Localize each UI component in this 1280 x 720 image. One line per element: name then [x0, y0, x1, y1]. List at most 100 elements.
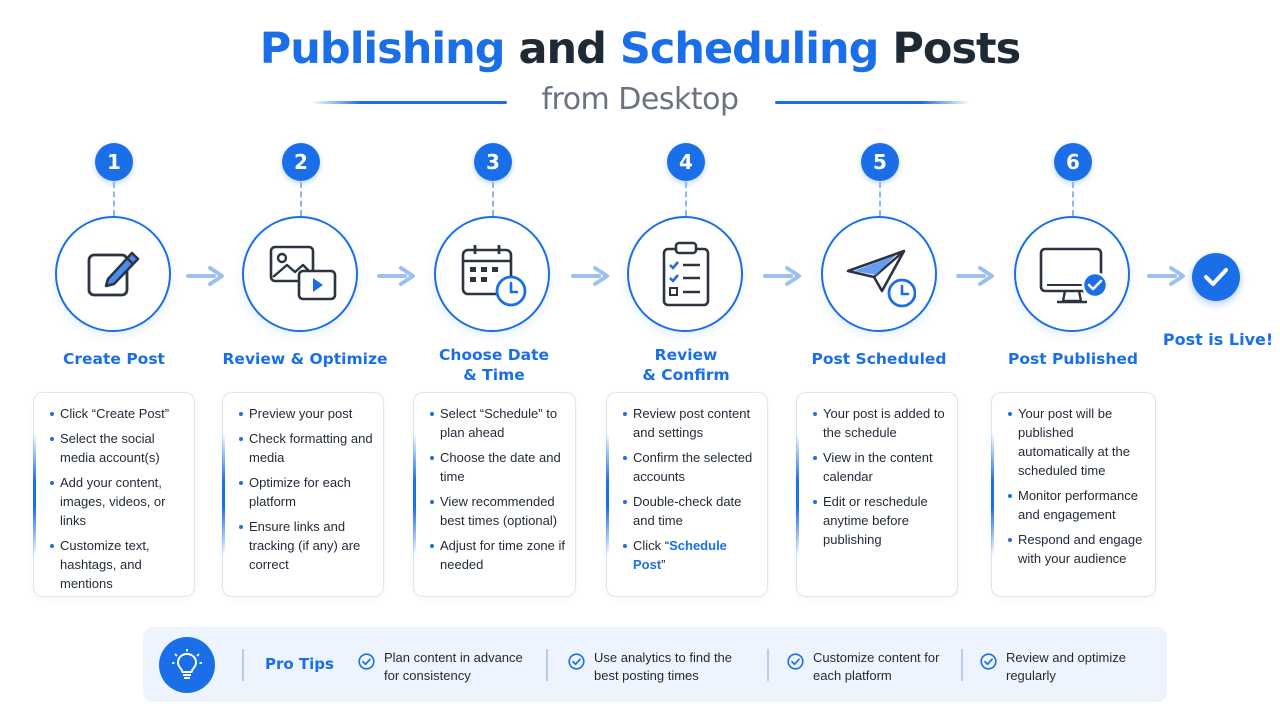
list-item: Click “Create Post” [50, 404, 184, 423]
list-item: Review post content and settings [623, 404, 757, 442]
tips-divider [961, 649, 963, 681]
tip-line-1: Review and optimize [1006, 650, 1126, 665]
arrow-right-icon [571, 266, 609, 286]
list-item: Your post is added to the schedule [813, 404, 947, 442]
list-item: Check formatting and media [239, 429, 373, 467]
tip-line-1: Plan content in advance [384, 650, 523, 665]
tip-line-1: Customize content for [813, 650, 940, 665]
tip-line-2: best posting times [594, 668, 699, 683]
check-circle-icon [980, 653, 997, 670]
step-4-card: Review post content and settings Confirm… [606, 392, 768, 597]
monitor-check-icon [1039, 247, 1109, 304]
arrow-right-icon [763, 266, 801, 286]
edit-icon [87, 251, 140, 297]
list-item: Respond and engage with your audience [1008, 530, 1145, 568]
step-1-number: 1 [95, 143, 133, 181]
list-item: Click “Schedule Post” [623, 536, 757, 574]
list-item: View in the content calendar [813, 448, 947, 486]
step-5-number: 5 [861, 143, 899, 181]
title-word-and: and [518, 24, 607, 74]
step-1-connector [113, 182, 115, 216]
list-item: Double-check date and time [623, 492, 757, 530]
pro-tips-panel: Pro Tips Plan content in advance for con… [143, 627, 1167, 702]
pro-tips-label: Pro Tips [265, 655, 334, 673]
step-6-circle [1014, 216, 1130, 332]
list-item: Add your content, images, videos, or lin… [50, 473, 184, 530]
step-4-label: Review & Confirm [612, 345, 760, 385]
arrow-right-icon [956, 266, 994, 286]
list-item: Customize text, hashtags, and mentions [50, 536, 184, 593]
card-accent-bar [222, 433, 225, 556]
title-word-posts: Posts [892, 24, 1021, 74]
step-3-circle [434, 216, 550, 332]
step-3-label-line2: & Time [463, 366, 525, 384]
step-4-circle [627, 216, 743, 332]
tip-line-2: regularly [1006, 668, 1056, 683]
page-subtitle: from Desktop [541, 82, 739, 117]
check-circle-icon [568, 653, 585, 670]
title-word-scheduling: Scheduling [619, 24, 879, 74]
step-5-card: Your post is added to the schedule View … [796, 392, 958, 597]
tips-divider [767, 649, 769, 681]
post-live-label: Post is Live! [1162, 330, 1274, 349]
title-word-publishing: Publishing [259, 24, 506, 74]
media-icon [269, 245, 337, 301]
step-2-circle [242, 216, 358, 332]
list-item: Select the social media account(s) [50, 429, 184, 467]
step-2-label: Review & Optimize [222, 350, 388, 368]
check-icon [1204, 268, 1228, 286]
step-6-number: 6 [1054, 143, 1092, 181]
tip-line-2: each platform [813, 668, 892, 683]
list-item: Optimize for each platform [239, 473, 373, 511]
tip-item: Use analytics to find the best posting t… [568, 649, 732, 685]
arrow-right-icon [1147, 266, 1185, 286]
subtitle-rule-right [775, 101, 970, 104]
step-3-label-line1: Choose Date [438, 346, 550, 364]
list-item: Ensure links and tracking (if any) are c… [239, 517, 373, 574]
step-4-number: 4 [667, 143, 705, 181]
step-6-card: Your post will be published automaticall… [991, 392, 1156, 597]
schedule-post-highlight: Schedule Post [633, 538, 727, 572]
tip-line-2: for consistency [384, 668, 471, 683]
card-accent-bar [33, 433, 36, 556]
close-quote: ” [661, 557, 666, 572]
step-2-card: Preview your post Check formatting and m… [222, 392, 384, 597]
step-5-circle [821, 216, 937, 332]
click-text: Click “ [633, 538, 670, 553]
arrow-right-icon [186, 266, 224, 286]
step-5-connector [879, 182, 881, 216]
card-accent-bar [991, 433, 994, 556]
arrow-right-icon [377, 266, 415, 286]
step-1-card: Click “Create Post” Select the social me… [33, 392, 195, 597]
check-circle-icon [787, 653, 804, 670]
step-5-label: Post Scheduled [811, 350, 947, 368]
card-accent-bar [796, 433, 799, 556]
step-6-connector [1072, 182, 1074, 216]
step-3-label: Choose Date & Time [420, 345, 568, 385]
step-3-connector [492, 182, 494, 216]
tip-item: Plan content in advance for consistency [358, 649, 523, 685]
step-6-label: Post Published [1007, 350, 1139, 368]
paper-plane-clock-icon [846, 249, 916, 308]
tips-divider [546, 649, 548, 681]
list-item: Confirm the selected accounts [623, 448, 757, 486]
list-item: Preview your post [239, 404, 373, 423]
calendar-clock-icon [461, 245, 527, 307]
step-1-label: Create Post [63, 350, 165, 368]
post-live-badge [1192, 253, 1240, 301]
card-accent-bar [413, 433, 416, 556]
step-3-card: Select “Schedule” to plan ahead Choose t… [413, 392, 576, 597]
step-4-connector [685, 182, 687, 216]
list-item: Choose the date and time [430, 448, 565, 486]
list-item: Adjust for time zone if needed [430, 536, 565, 574]
step-1-circle [55, 216, 171, 332]
card-accent-bar [606, 433, 609, 556]
tip-item: Review and optimize regularly [980, 649, 1126, 685]
tip-item: Customize content for each platform [787, 649, 939, 685]
step-4-label-line1: Review [654, 346, 718, 364]
subtitle-block: from Desktop [0, 80, 1280, 124]
lightbulb-icon [172, 649, 202, 679]
list-item: Select “Schedule” to plan ahead [430, 404, 565, 442]
list-item: View recommended best times (optional) [430, 492, 565, 530]
check-circle-icon [358, 653, 375, 670]
